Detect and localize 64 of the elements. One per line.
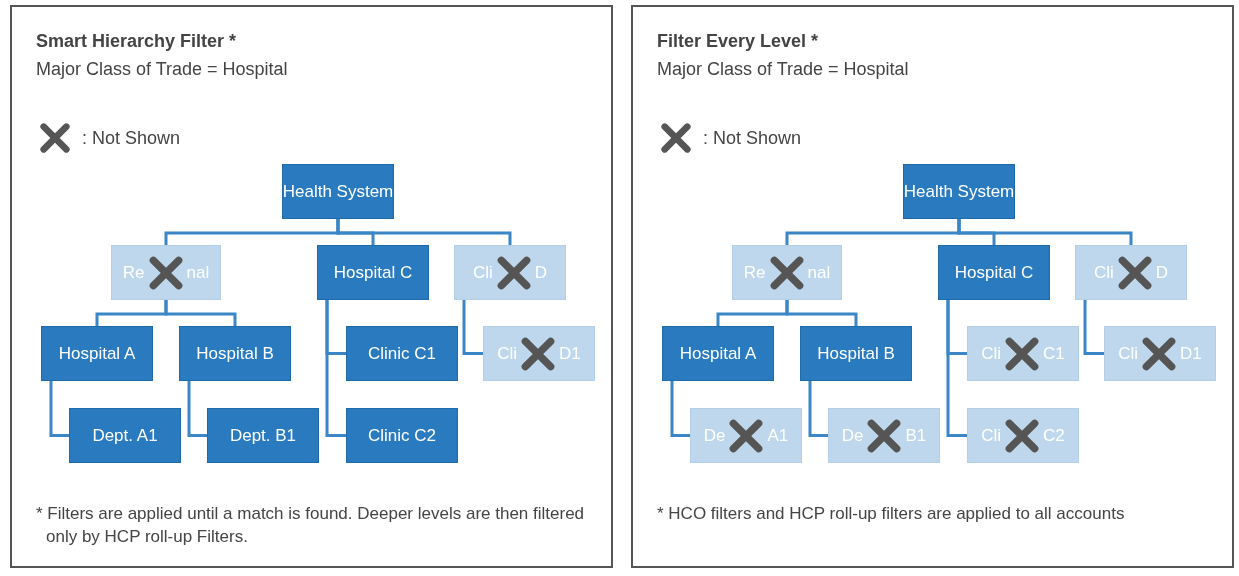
connector-line xyxy=(49,381,69,437)
box-label: D1 xyxy=(559,343,581,364)
connector-line xyxy=(808,381,828,437)
box-label: De xyxy=(703,425,726,446)
connector-line xyxy=(785,300,858,326)
org-box: Hospital C xyxy=(317,245,429,300)
hidden-org-box xyxy=(732,245,842,300)
connector-line xyxy=(957,219,1133,245)
hidden-org-box xyxy=(1075,245,1187,300)
hidden-org-box xyxy=(690,408,802,463)
legend-text: : Not Shown xyxy=(703,127,802,149)
org-box: Health System xyxy=(903,164,1015,219)
org-box: Health System xyxy=(282,164,394,219)
connector-line xyxy=(462,300,483,355)
org-box: Hospital B xyxy=(179,326,291,381)
legend-text: : Not Shown xyxy=(82,127,181,149)
org-box: Hospital A xyxy=(41,326,153,381)
hidden-org-box xyxy=(483,326,595,381)
box-label: nal xyxy=(186,262,210,283)
connector-line xyxy=(187,381,207,437)
box-label: D xyxy=(534,262,548,283)
connector-line xyxy=(946,300,967,437)
box-label: Cli xyxy=(472,262,493,283)
connector-line xyxy=(164,300,237,326)
org-box: Hospital B xyxy=(800,326,912,381)
box-label: nal xyxy=(807,262,831,283)
subtitle: Major Class of Trade = Hospital xyxy=(36,59,288,80)
panel-title: Filter Every Level * xyxy=(657,31,819,52)
box-label: D xyxy=(1155,262,1169,283)
connector-line xyxy=(325,300,346,437)
box-label: Cli xyxy=(981,425,1002,446)
box-label: A1 xyxy=(767,425,789,446)
box-label: De xyxy=(841,425,864,446)
org-box: Dept. B1 xyxy=(207,408,319,463)
org-box: Hospital C xyxy=(938,245,1050,300)
box-label: Cli xyxy=(1118,343,1139,364)
connector-line xyxy=(1083,300,1104,355)
hidden-org-box xyxy=(1104,326,1216,381)
box-label: C2 xyxy=(1043,425,1065,446)
panel xyxy=(10,5,613,568)
connector-line xyxy=(336,219,512,245)
box-label: Cli xyxy=(497,343,518,364)
hidden-org-box xyxy=(111,245,221,300)
panel-title: Smart Hierarchy Filter * xyxy=(36,31,237,52)
box-label: Cli xyxy=(981,343,1002,364)
panel xyxy=(631,5,1234,568)
org-box: Clinic C1 xyxy=(346,326,458,381)
org-box: Clinic C2 xyxy=(346,408,458,463)
subtitle: Major Class of Trade = Hospital xyxy=(657,59,909,80)
footnote: * Filters are applied until a match is found. Deeper levels are then filtered only by HCP roll-up Filters. xyxy=(36,503,586,548)
org-box: Hospital A xyxy=(662,326,774,381)
box-label: C1 xyxy=(1043,343,1065,364)
box-label: B1 xyxy=(905,425,927,446)
connector-line xyxy=(670,381,690,437)
box-label: Re xyxy=(122,262,145,283)
hidden-org-box xyxy=(454,245,566,300)
hidden-org-box xyxy=(967,408,1079,463)
box-label: Cli xyxy=(1093,262,1114,283)
box-label: D1 xyxy=(1180,343,1202,364)
hidden-org-box xyxy=(828,408,940,463)
hidden-org-box xyxy=(967,326,1079,381)
footnote: * HCO filters and HCP roll-up filters are applied to all accounts xyxy=(657,503,1126,525)
box-label: Re xyxy=(743,262,766,283)
org-box: Dept. A1 xyxy=(69,408,181,463)
